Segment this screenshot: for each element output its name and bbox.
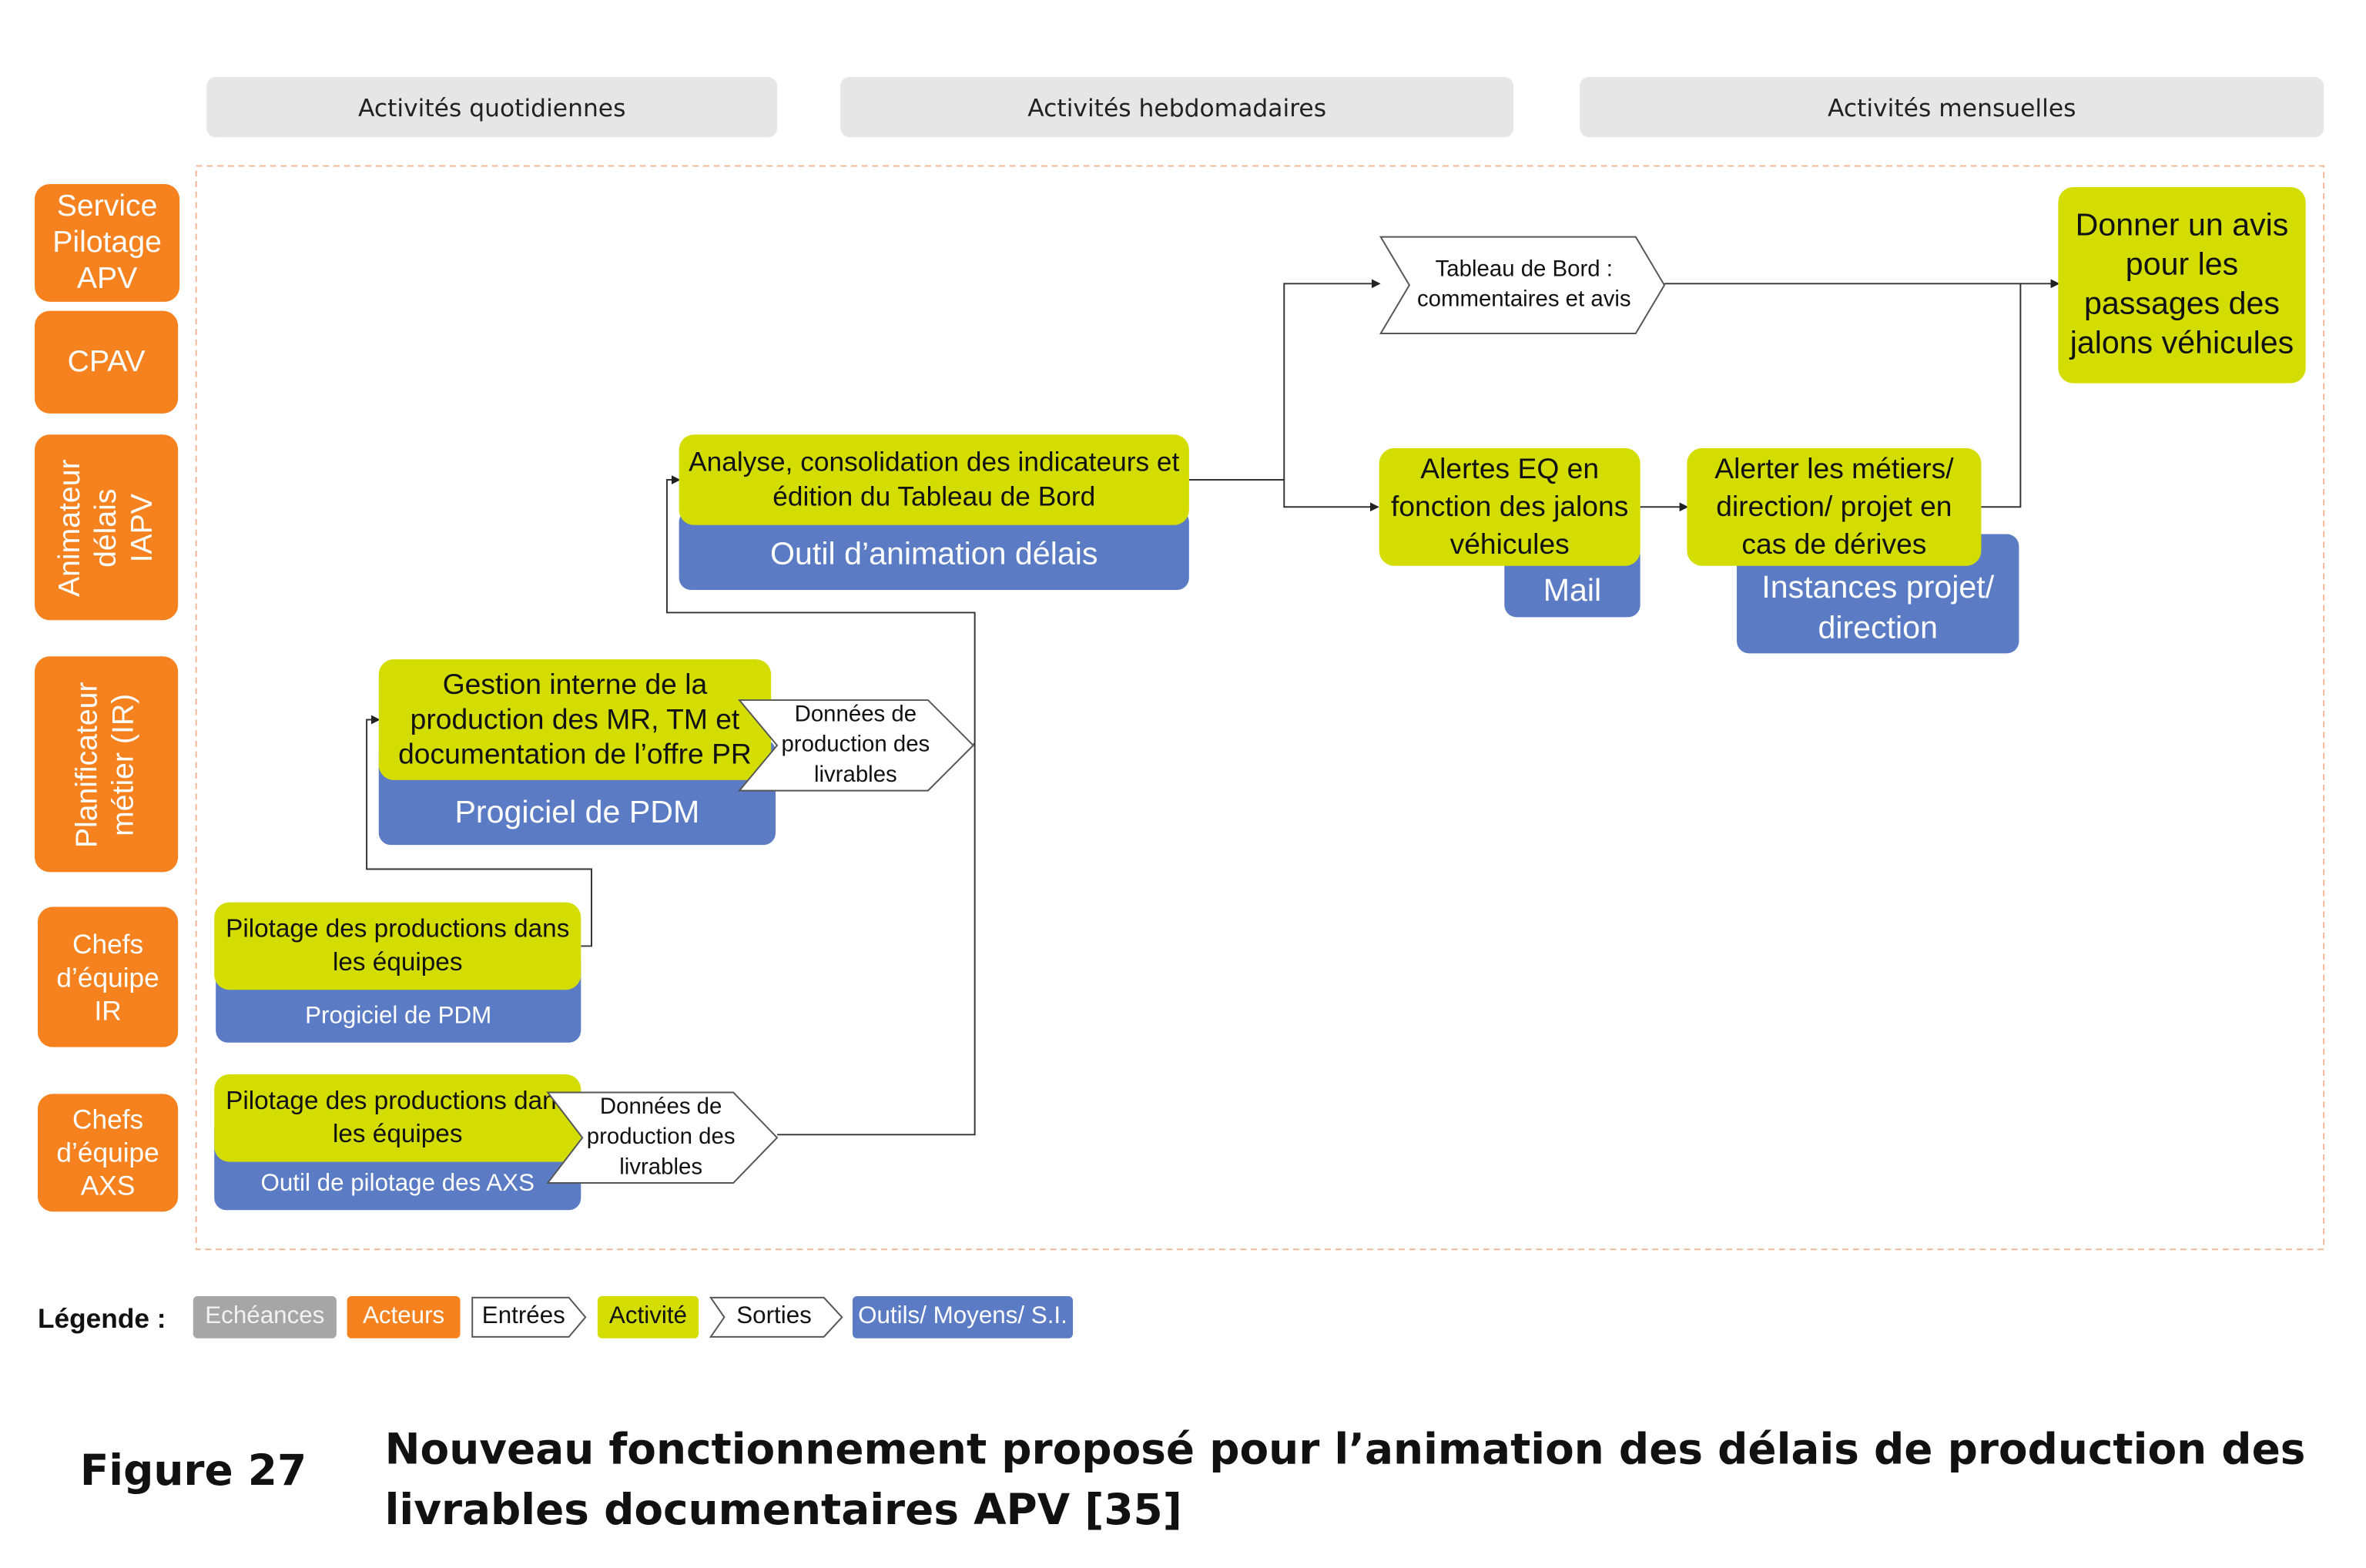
phase-daily-label: Activités quotidiennes <box>357 92 626 122</box>
legend-entrees: Entrées <box>481 1303 565 1330</box>
tool-instances-label: Instances projet/ direction <box>1761 570 1995 646</box>
activity-gestion-interne: Gestion interne de la production des MR,… <box>378 659 772 780</box>
tool-outil-axs-label: Outil de pilotage des AXS <box>260 1171 535 1197</box>
output-arrow-tableau <box>1379 236 1666 334</box>
phase-weekly: Activités hebdomadaires <box>840 76 1514 138</box>
actor-animateur: Animateur délais IAPV <box>35 434 179 621</box>
connector-to-alertes <box>1283 480 1379 512</box>
connector-to-tableau <box>1283 279 1381 481</box>
figure-caption-line2: livrables documentaires APV [35] <box>384 1484 1182 1535</box>
actor-cpav: CPAV <box>35 310 179 414</box>
figure-caption: Nouveau fonctionnement proposé pour l’an… <box>385 1420 2306 1541</box>
legend-outils: Outils/ Moyens/ S.I. <box>852 1295 1073 1338</box>
actor-chefs-ir: Chefs d’équipe IR <box>37 906 179 1047</box>
legend-echeances: Echéances <box>193 1295 337 1338</box>
actor-planificateur-label: Planificateur métier (IR) <box>72 681 142 848</box>
actor-animateur-label: Animateur délais IAPV <box>53 458 159 597</box>
output-donnees-axs-label: Données de production des livrables <box>586 1094 736 1181</box>
actor-chefs-ir-label: Chefs d’équipe IR <box>56 928 159 1026</box>
actor-service-pilotage: Service Pilotage APV <box>35 184 180 302</box>
output-tableau-bord: Tableau de Bord : commentaires et avis <box>1409 236 1639 335</box>
activity-alertes-eq: Alertes EQ en fonction des jalons véhicu… <box>1379 447 1640 566</box>
legend-activite: Activité <box>597 1295 699 1338</box>
tool-mail-label: Mail <box>1543 573 1602 608</box>
phase-weekly-label: Activités hebdomadaires <box>1027 92 1327 122</box>
activity-gestion-interne-label: Gestion interne de la production des MR,… <box>398 668 752 771</box>
activity-alerter-metiers-label: Alerter les métiers/ direction/ projet e… <box>1714 453 1954 561</box>
activity-analyse: Analyse, consolidation des indicateurs e… <box>679 434 1189 525</box>
activity-pilotage-ir: Pilotage des productions dans les équipe… <box>214 902 581 990</box>
figure-caption-line1: Nouveau fonctionnement proposé pour l’an… <box>384 1424 2306 1475</box>
actor-service-pilotage-label: Service Pilotage APV <box>52 189 162 297</box>
legend-sorties-shape <box>709 1296 843 1338</box>
activity-alertes-eq-label: Alertes EQ en fonction des jalons véhicu… <box>1390 453 1629 561</box>
tool-progiciel-pdm-label: Progiciel de PDM <box>454 795 700 830</box>
output-donnees-pdm: Données de production des livrables <box>776 699 936 792</box>
legend-sorties: Sorties <box>736 1303 812 1330</box>
actor-chefs-axs: Chefs d’équipe AXS <box>37 1094 179 1212</box>
activity-analyse-label: Analyse, consolidation des indicateurs e… <box>689 446 1180 512</box>
tool-outil-animation-label: Outil d’animation délais <box>770 537 1098 572</box>
output-tableau-bord-label: Tableau de Bord : commentaires et avis <box>1416 256 1631 313</box>
output-donnees-pdm-label: Données de production des livrables <box>781 702 930 788</box>
legend-acteurs: Acteurs <box>347 1295 461 1338</box>
tool-progiciel-ir-label: Progiciel de PDM <box>305 1003 492 1030</box>
phase-monthly: Activités mensuelles <box>1580 76 2324 138</box>
activity-donner-avis: Donner un avis pour les passages des jal… <box>2058 186 2306 384</box>
phase-daily: Activités quotidiennes <box>206 76 777 138</box>
activity-alerter-metiers: Alerter les métiers/ direction/ projet e… <box>1687 447 1982 566</box>
activity-donner-avis-label: Donner un avis pour les passages des jal… <box>2069 208 2294 361</box>
actor-cpav-label: CPAV <box>67 345 146 379</box>
output-arrow-pdm <box>738 699 975 792</box>
connector-alerter-to-avis <box>1981 283 2022 508</box>
actor-chefs-axs-label: Chefs d’équipe AXS <box>56 1104 159 1201</box>
output-arrow-axs <box>546 1091 779 1184</box>
activity-pilotage-axs-label: Pilotage des productions dans les équipe… <box>226 1086 570 1148</box>
output-donnees-axs: Données de production des livrables <box>581 1091 741 1184</box>
phase-monthly-label: Activités mensuelles <box>1827 92 2076 122</box>
activity-pilotage-ir-label: Pilotage des productions dans les équipe… <box>226 914 570 977</box>
figure-number: Figure 27 <box>79 1445 307 1496</box>
actor-planificateur: Planificateur métier (IR) <box>35 656 179 873</box>
legend-entrees-shape <box>471 1296 587 1338</box>
connector-axs-to-analyse <box>665 475 976 1136</box>
legend-title: Légende : <box>37 1302 166 1333</box>
activity-pilotage-axs: Pilotage des productions dans les équipe… <box>214 1074 581 1162</box>
connector-ir-to-gestion <box>366 715 592 947</box>
